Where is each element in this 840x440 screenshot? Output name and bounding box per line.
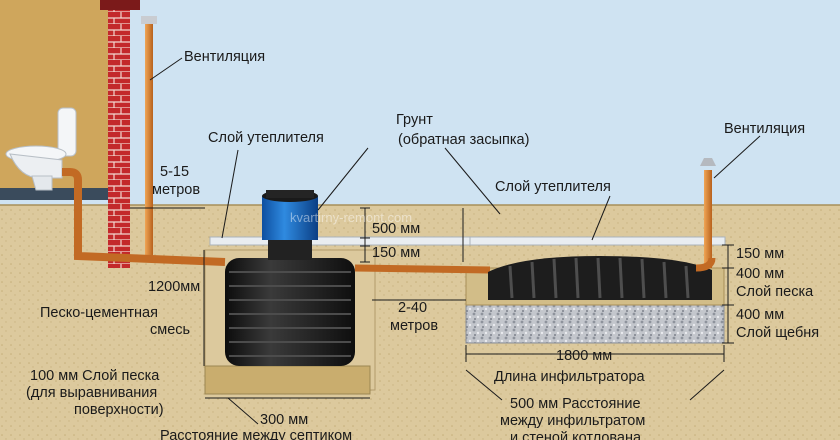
label-dist-mid-1: 2-40 xyxy=(398,300,427,316)
vent-pipe-right xyxy=(704,170,712,268)
label-dim-1200: 1200мм xyxy=(148,279,200,295)
label-dim-1800: 1800 мм xyxy=(556,348,612,364)
label-sand: Слой песка xyxy=(736,284,814,300)
label-dist-house-1: 5-15 xyxy=(160,164,189,180)
dimension-lines xyxy=(130,57,761,425)
label-sand-100-1: 100 мм Слой песка xyxy=(30,368,160,384)
label-gravel: Слой щебня xyxy=(736,325,819,341)
gravel-layer xyxy=(465,304,725,344)
label-dist-house-2: метров xyxy=(152,182,200,198)
toilet-icon xyxy=(5,107,77,191)
label-vent-right: Вентиляция xyxy=(724,121,805,137)
house-floor xyxy=(0,188,110,200)
vent-cap-left xyxy=(141,16,157,24)
label-dist-infil-1: 500 мм Расстояние xyxy=(510,396,641,412)
insulation-right xyxy=(469,236,726,246)
label-sand-100-2: (для выравнивания xyxy=(26,385,157,401)
roof-edge xyxy=(100,0,140,10)
watermark: kvartirny-remont.com xyxy=(290,210,412,225)
label-sand-400: 400 мм xyxy=(736,266,784,282)
septic-lid xyxy=(262,196,318,240)
label-dist-septic: Расстояние между септиком xyxy=(160,428,352,440)
label-dim-300: 300 мм xyxy=(260,412,308,428)
label-mix-2: смесь xyxy=(150,322,190,338)
insulation-left xyxy=(209,236,471,246)
infiltrator xyxy=(488,256,712,300)
vent-cap-right xyxy=(700,158,716,166)
septic-tank xyxy=(225,190,355,366)
brick-column xyxy=(108,10,130,268)
label-vent-left: Вентиляция xyxy=(184,49,265,65)
label-dim-150-left: 150 мм xyxy=(372,245,420,261)
drain-pipe xyxy=(62,168,226,266)
label-soil-1: Грунт xyxy=(396,112,433,128)
label-dist-infil-2: между инфильтратом xyxy=(500,413,645,429)
label-soil-2: (обратная засыпка) xyxy=(398,132,529,148)
vent-pipe-left xyxy=(145,22,153,258)
label-mix-1: Песко-цементная xyxy=(40,305,158,321)
label-insulation-right: Слой утеплителя xyxy=(495,179,611,195)
label-infil-length: Длина инфильтратора xyxy=(494,369,646,385)
sky xyxy=(0,0,840,205)
label-sand-100-3: поверхности) xyxy=(74,402,164,418)
label-insulation-left: Слой утеплителя xyxy=(208,130,324,146)
label-dim-500: 500 мм xyxy=(372,221,420,237)
label-dist-infil-3: и стеной котлована xyxy=(510,430,642,440)
label-dim-150-right: 150 мм xyxy=(736,246,784,262)
label-dist-mid-2: метров xyxy=(390,318,438,334)
sand-base-septic xyxy=(204,365,371,395)
outflow-pipe xyxy=(354,264,491,274)
label-gravel-400: 400 мм xyxy=(736,307,784,323)
